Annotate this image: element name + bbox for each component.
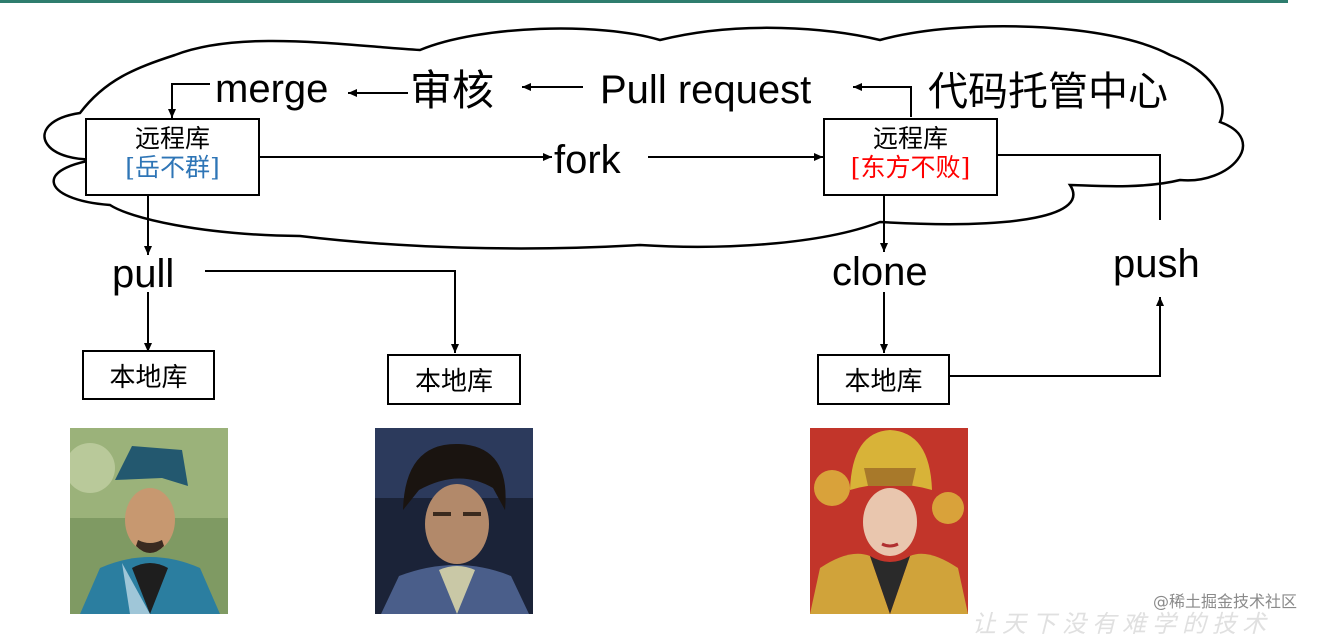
character-photo-dongfang-bubai [810,428,968,614]
arrow-pull-to-local2 [205,270,459,353]
label-pull: pull [112,252,174,296]
label-pull-request: Pull request [600,68,811,112]
arrow-merge-to-remote [168,83,210,118]
top-accent-bar [0,0,1288,3]
character-photo-yue-buqun [70,428,228,614]
remote-repo-yue-buqun: 远程库 [岳不群] [85,118,260,196]
arrow-hosting-to-pullrequest [853,83,912,117]
remote-repo-owner: [东方不败] [850,152,971,182]
watermark: @稀土掘金技术社区 [1153,592,1298,611]
local-repo-3: 本地库 [817,354,950,405]
arrow-local3-to-push [950,297,1164,377]
arrow-push-to-remote [985,151,1161,220]
label-merge: merge [215,67,328,111]
remote-repo-title: 远程库 [134,124,210,153]
label-push: push [1113,242,1200,286]
remote-repo-dongfang-bubai: 远程库 [东方不败] [823,118,998,196]
remote-repo-title: 远程库 [872,124,948,153]
local-repo-2: 本地库 [387,354,521,405]
local-repo-1: 本地库 [82,350,215,400]
label-review: 审核 [410,67,494,114]
remote-repo-owner: [岳不群] [125,152,220,182]
label-clone: clone [832,250,928,294]
character-photo-linghu-chong [375,428,533,614]
label-fork: fork [554,138,622,182]
label-code-hosting-center: 代码托管中心 [928,70,1168,114]
